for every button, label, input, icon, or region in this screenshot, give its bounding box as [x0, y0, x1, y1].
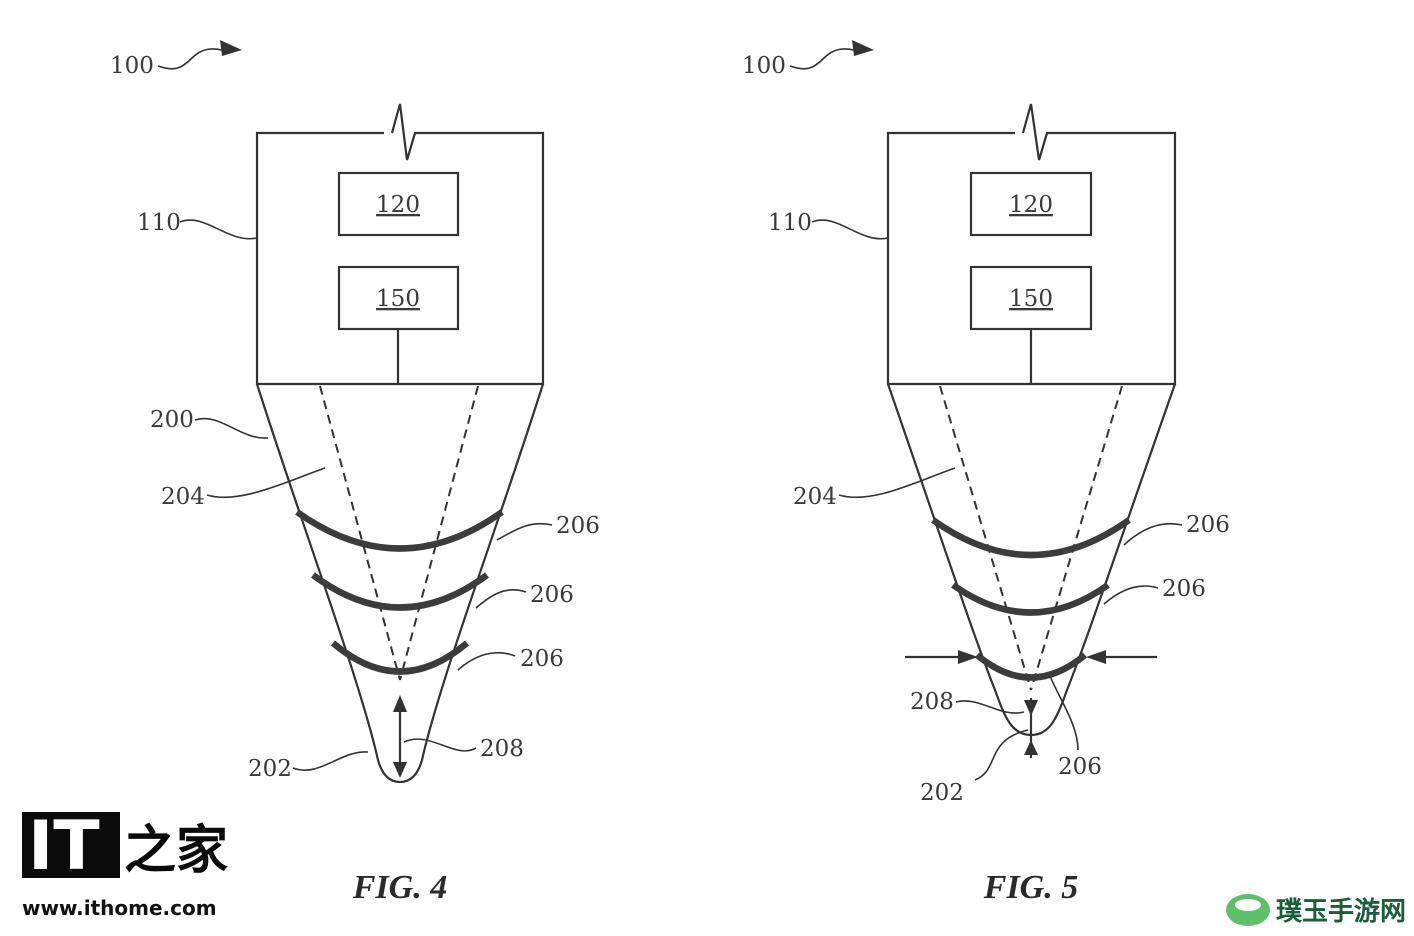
fig5-dashed-right — [1030, 385, 1123, 691]
fig5-dashed-left — [939, 385, 1032, 691]
fig4-band-2 — [311, 572, 489, 611]
fig4-arrowhead-100 — [220, 40, 242, 56]
fig5-caption: FIG. 5 — [983, 869, 1078, 906]
fig5-arrow-down — [1024, 700, 1038, 716]
fig5-label-208: 208 — [910, 689, 954, 715]
fig4-arrow-up — [393, 695, 407, 712]
fig4-dashed-right — [399, 385, 479, 681]
fig5-label-110: 110 — [768, 210, 812, 236]
fig5-label-206-a: 206 — [1186, 512, 1230, 538]
site-watermark: 璞玉手游网 — [1226, 894, 1406, 927]
fig5-leader-204 — [838, 467, 956, 499]
fig4-leader-200 — [194, 417, 269, 439]
fig5-squeeze-right-arrow — [1086, 650, 1106, 664]
fig5-band-1 — [931, 517, 1131, 559]
fig4-label-200: 200 — [150, 407, 194, 433]
fig5-label-150: 150 — [1009, 286, 1053, 312]
fig4-dashed-left — [319, 385, 401, 681]
fig5-band-3 — [974, 652, 1088, 681]
fig5-label-100: 100 — [742, 53, 786, 79]
fig5-leader-202 — [974, 729, 1029, 781]
figure-4: 100 120 150 110 200 204 206 206 206 — [110, 40, 600, 906]
fig5-arrowhead-100 — [852, 40, 874, 56]
fig4-leader-110 — [179, 219, 258, 240]
fig4-leader-208 — [403, 738, 477, 752]
fig4-label-208: 208 — [480, 736, 524, 762]
site-name: 璞玉手游网 — [1276, 897, 1406, 927]
fig4-block-120 — [337, 171, 460, 237]
fig5-leader-110 — [811, 219, 889, 240]
fig4-band-3 — [330, 640, 470, 675]
fig4-label-202: 202 — [248, 756, 292, 782]
ithome-logo-block — [22, 812, 120, 878]
fig4-label-150: 150 — [376, 286, 420, 312]
ithome-logo-text: IT — [28, 807, 100, 886]
fig4-label-204: 204 — [161, 484, 205, 510]
fig4-device-housing — [255, 103, 545, 386]
ithome-logo-cn: 之家 — [124, 821, 228, 881]
fig5-arrow-up — [1024, 740, 1038, 755]
fig5-tip-outline — [886, 383, 1177, 737]
figure-5: 100 120 150 110 204 206 206 206 — [742, 40, 1230, 906]
fig5-label-202: 202 — [920, 780, 964, 806]
fig4-label-206-b: 206 — [530, 582, 574, 608]
fig5-leader-206-c — [1049, 675, 1079, 751]
ithome-url: www.ithome.com — [22, 896, 217, 920]
site-logo-icon-inner — [1235, 899, 1261, 911]
fig4-leader-100 — [157, 48, 223, 70]
fig4-label-206-a: 206 — [556, 513, 600, 539]
fig5-leader-100 — [789, 48, 855, 70]
fig5-label-206-c: 206 — [1058, 754, 1102, 780]
fig4-caption: FIG. 4 — [352, 869, 447, 906]
fig4-label-120: 120 — [376, 192, 420, 218]
fig4-leader-206-c — [457, 651, 516, 671]
fig4-band-1 — [295, 509, 504, 552]
fig5-band-2 — [951, 582, 1110, 616]
fig4-arrow-down — [393, 762, 407, 778]
fig4-leader-204 — [206, 467, 326, 499]
fig5-label-206-b: 206 — [1162, 576, 1206, 602]
fig5-device-housing — [886, 103, 1177, 386]
fig5-leader-206-a — [1123, 522, 1183, 546]
fig4-label-100: 100 — [110, 53, 154, 79]
ithome-watermark: IT 之家 www.ithome.com — [22, 807, 228, 920]
fig5-leader-208 — [955, 700, 1025, 714]
fig5-block-120 — [969, 171, 1093, 237]
fig4-leader-206-b — [475, 589, 527, 609]
fig5-label-120: 120 — [1009, 192, 1053, 218]
fig4-leader-202 — [292, 751, 369, 771]
fig4-label-110: 110 — [137, 210, 181, 236]
fig5-label-204: 204 — [793, 484, 837, 510]
fig5-squeeze-left-arrow — [958, 650, 978, 664]
fig4-label-206-c: 206 — [520, 646, 564, 672]
fig4-leader-206-a — [496, 522, 553, 541]
fig5-leader-206-b — [1103, 585, 1159, 605]
